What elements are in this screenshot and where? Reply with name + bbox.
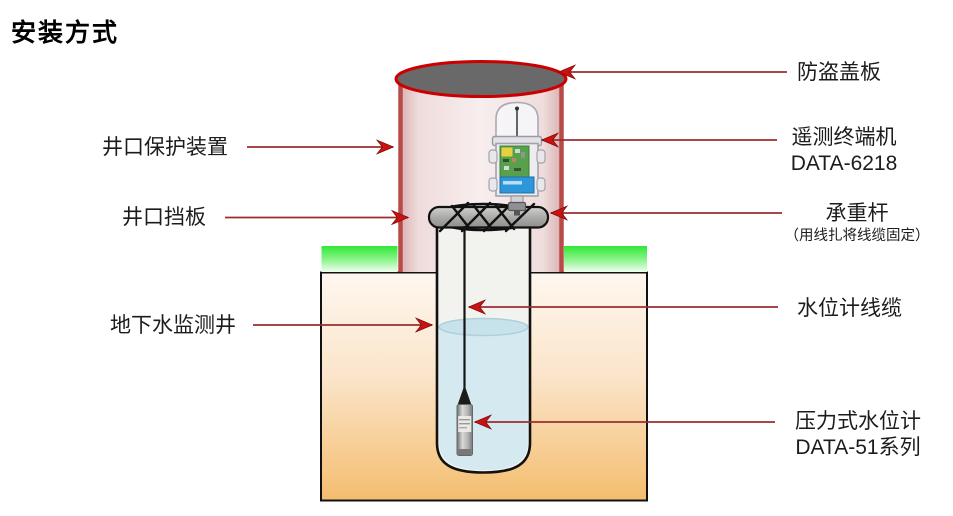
label-text: 水位计线缆 [797,297,902,320]
page-title: 安装方式 [11,19,120,47]
label-groundwater-monitoring-well: 地下水监测井 [110,313,236,339]
label-load-bearing-rod: 承重杆 （用线扎将线缆固定） [767,201,947,246]
grass-right [564,246,647,272]
label-text: 压力式水位计 [795,410,921,433]
label-model-number: DATA-6218 [790,152,898,175]
label-wellhead-protection-device: 井口保护装置 [102,135,228,161]
well-water [439,327,528,470]
label-pressure-water-level-meter: 压力式水位计 DATA-51系列 [783,409,933,461]
label-telemetry-terminal: 遥测终端机 DATA-6218 [786,125,902,177]
label-text: 承重杆 [825,202,889,225]
device-tab [536,177,546,192]
label-text: 地下水监测井 [110,314,236,337]
sensor-bottom-cap [458,449,472,455]
device-battery [499,176,535,194]
label-model-number: DATA-51系列 [795,436,921,459]
label-text: 防盗盖板 [797,61,881,84]
label-text: 井口挡板 [122,206,206,229]
label-note: （用线扎将线缆固定） [784,228,930,244]
label-text: 遥测终端机 [791,126,897,149]
label-water-level-cable: 水位计线缆 [797,296,902,322]
water-surface [438,317,529,337]
pressure-sensor-graphic [456,385,473,456]
device-pcb-component [501,147,513,157]
label-anti-theft-cover: 防盗盖板 [797,60,881,86]
anti-theft-cap [394,60,568,98]
sensor-cone [457,385,472,406]
device-tab [488,149,498,164]
label-wellhead-baffle: 井口挡板 [122,205,206,231]
telemetry-device-graphic [488,101,546,216]
well-tube [431,202,536,474]
label-text: 井口保护装置 [102,136,228,159]
load-bearing-rod-graphic [427,201,550,233]
cable-coil [438,201,536,233]
device-tab [488,177,498,192]
device-tab [536,149,546,164]
grass-left [321,246,398,272]
device-nut [507,201,527,212]
leader-arrows [225,72,787,422]
